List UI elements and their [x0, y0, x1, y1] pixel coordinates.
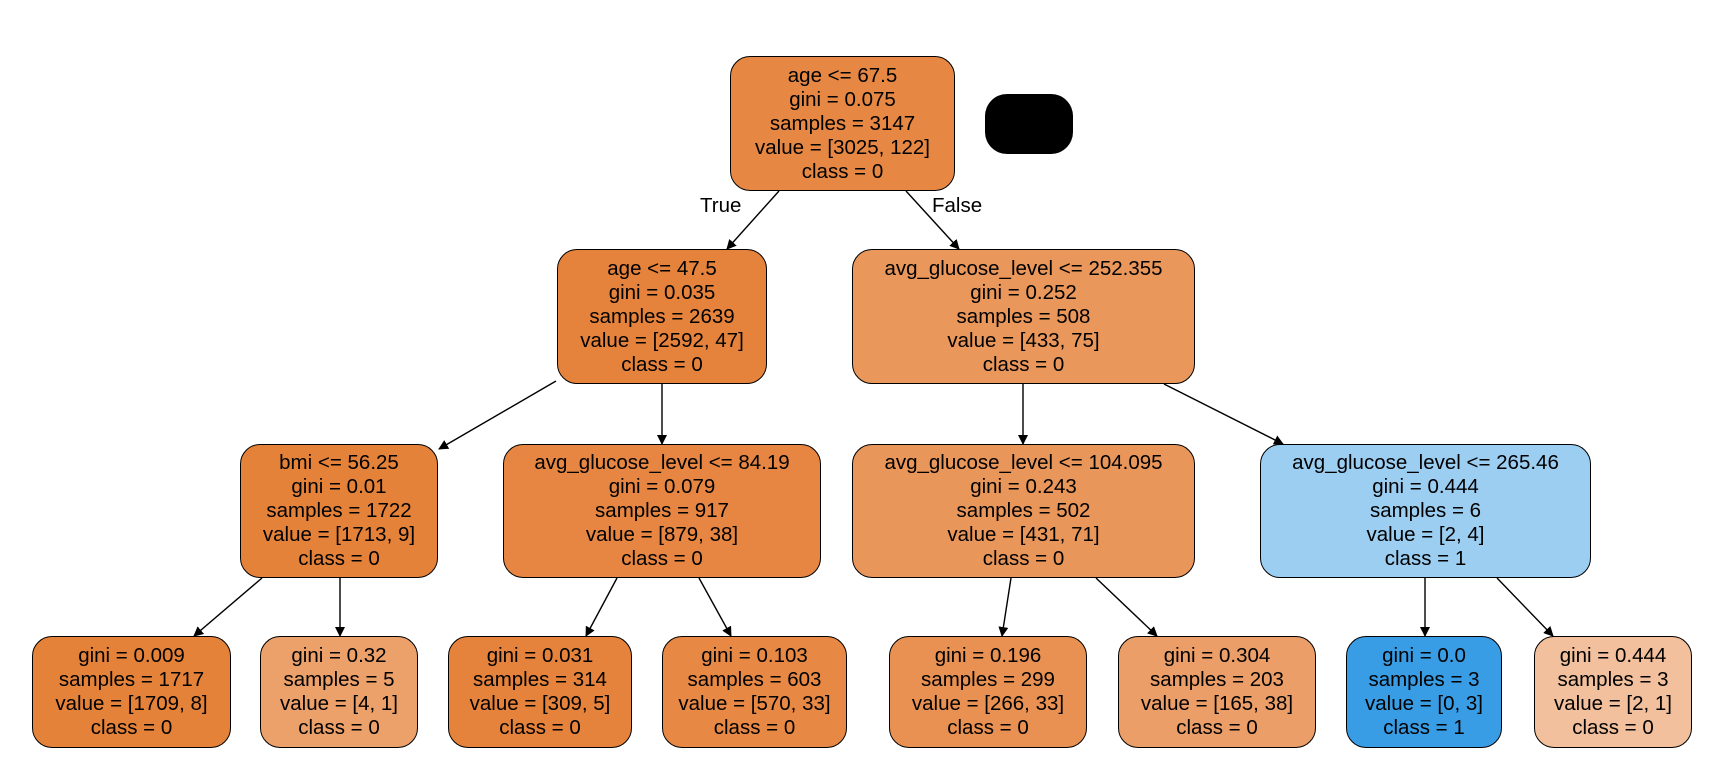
node-samples-text: samples = 917 [595, 499, 729, 522]
redaction-box [985, 94, 1073, 154]
node-samples-text: samples = 508 [956, 304, 1091, 328]
node-value-text: value = [570, 33] [678, 692, 831, 715]
node-class-text: class = 0 [621, 547, 703, 570]
node-class-text: class = 0 [982, 547, 1065, 570]
node-class-text: class = 0 [621, 352, 703, 376]
tree-edge-n4-n10 [698, 577, 732, 637]
tree-edge-n5-n12 [1095, 577, 1158, 637]
tree-edge-n3-n7 [193, 577, 263, 637]
node-samples-text: samples = 603 [687, 668, 822, 691]
node-gini-text: gini = 0.079 [608, 475, 716, 498]
node-samples-text: samples = 502 [956, 499, 1091, 522]
node-split-text: bmi <= 56.25 [279, 451, 399, 474]
node-samples-text: samples = 203 [1150, 668, 1284, 691]
node-class-text: class = 0 [90, 716, 173, 739]
node-split-text: age <= 47.5 [607, 256, 717, 280]
tree-edge-n6-n14 [1496, 577, 1554, 637]
node-class-text: class = 0 [298, 547, 380, 570]
node-gini-text: gini = 0.196 [934, 644, 1042, 667]
node-samples-text: samples = 1722 [266, 499, 412, 522]
node-samples-text: samples = 1717 [58, 668, 205, 691]
node-split-text: avg_glucose_level <= 252.355 [884, 256, 1163, 280]
node-gini-text: gini = 0.103 [701, 644, 808, 667]
edge-label-true: True [700, 194, 742, 217]
node-gini-text: gini = 0.035 [608, 280, 716, 304]
node-gini-text: gini = 0.32 [291, 644, 387, 667]
tree-edge-n0-n1 [726, 190, 780, 250]
node-value-text: value = [433, 75] [947, 328, 1100, 352]
node-value-text: value = [2, 4] [1366, 523, 1485, 546]
node-samples-text: samples = 6 [1369, 499, 1482, 522]
node-gini-text: gini = 0.0 [1382, 644, 1466, 667]
node-value-text: value = [3025, 122] [755, 135, 930, 159]
node-gini-text: gini = 0.009 [78, 644, 185, 667]
node-value-text: value = [1709, 8] [55, 692, 208, 715]
node-gini-text: gini = 0.01 [291, 475, 387, 498]
node-samples-text: samples = 3 [1557, 668, 1669, 691]
tree-edge-n1-n3 [438, 380, 557, 450]
node-value-text: value = [879, 38] [585, 523, 739, 546]
node-samples-text: samples = 5 [283, 668, 395, 691]
node-gini-text: gini = 0.444 [1559, 644, 1667, 667]
node-value-text: value = [165, 38] [1140, 692, 1294, 715]
node-class-text: class = 0 [1176, 716, 1258, 739]
node-value-text: value = [266, 33] [911, 692, 1065, 715]
node-value-text: value = [2592, 47] [580, 328, 744, 352]
node-gini-text: gini = 0.075 [789, 87, 896, 111]
node-class-text: class = 0 [801, 159, 884, 183]
node-value-text: value = [2, 1] [1554, 692, 1672, 715]
node-value-text: value = [1713, 9] [262, 523, 416, 546]
node-split-text: age <= 67.5 [787, 63, 898, 87]
node-gini-text: gini = 0.031 [486, 644, 594, 667]
node-samples-text: samples = 314 [473, 668, 607, 691]
node-value-text: value = [0, 3] [1365, 692, 1483, 715]
tree-edge-n4-n9 [585, 577, 618, 637]
node-samples-text: samples = 2639 [589, 304, 735, 328]
tree-edge-n2-n6 [1163, 383, 1284, 445]
node-class-text: class = 0 [298, 716, 380, 739]
node-split-text: avg_glucose_level <= 265.46 [1292, 451, 1559, 474]
node-gini-text: gini = 0.243 [970, 475, 1077, 498]
node-class-text: class = 0 [713, 716, 796, 739]
edge-label-false: False [932, 194, 983, 217]
node-samples-text: samples = 299 [921, 668, 1055, 691]
node-class-text: class = 0 [982, 352, 1065, 376]
node-gini-text: gini = 0.444 [1372, 475, 1479, 498]
node-samples-text: samples = 3147 [769, 111, 916, 135]
node-value-text: value = [309, 5] [469, 692, 611, 715]
tree-edge-n0-n2 [905, 190, 960, 250]
node-samples-text: samples = 3 [1368, 668, 1480, 691]
node-gini-text: gini = 0.304 [1163, 644, 1271, 667]
node-value-text: value = [431, 71] [947, 523, 1100, 546]
node-value-text: value = [4, 1] [280, 692, 398, 715]
node-gini-text: gini = 0.252 [970, 280, 1077, 304]
tree-edge-n5-n11 [998, 577, 1012, 637]
node-class-text: class = 0 [499, 716, 581, 739]
node-split-text: avg_glucose_level <= 104.095 [884, 451, 1163, 474]
node-class-text: class = 0 [947, 716, 1029, 739]
node-class-text: class = 1 [1383, 716, 1465, 739]
node-split-text: avg_glucose_level <= 84.19 [534, 451, 790, 474]
node-class-text: class = 1 [1384, 547, 1467, 570]
node-class-text: class = 0 [1572, 716, 1654, 739]
